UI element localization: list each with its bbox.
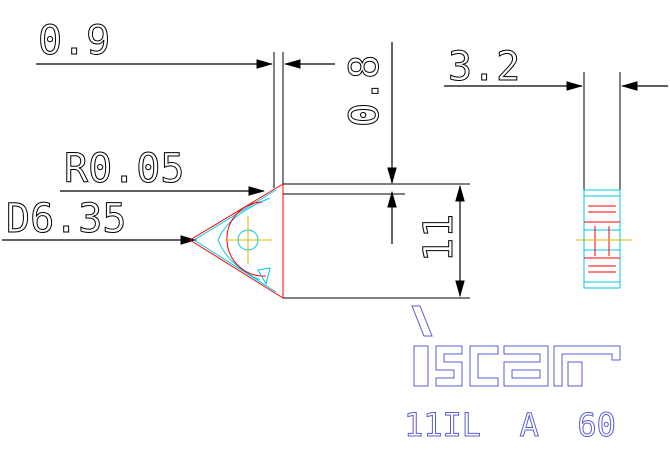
dimension-0-8-label: 0.8 [342,55,388,127]
dimension-11-label: 11 [416,214,462,262]
iscar-logo: iscar [411,305,621,387]
dimension-0-9-label: 0.9 [38,18,110,64]
dimension-3-2-label: 3.2 [448,44,520,90]
insert-side-view [576,189,632,289]
part-code: 11IL A 60 [404,406,616,444]
insert-front-view [189,183,284,299]
dimension-r0-05-label: R0.05 [64,146,184,192]
dimension-d6-35-label: D6.35 [6,196,126,242]
